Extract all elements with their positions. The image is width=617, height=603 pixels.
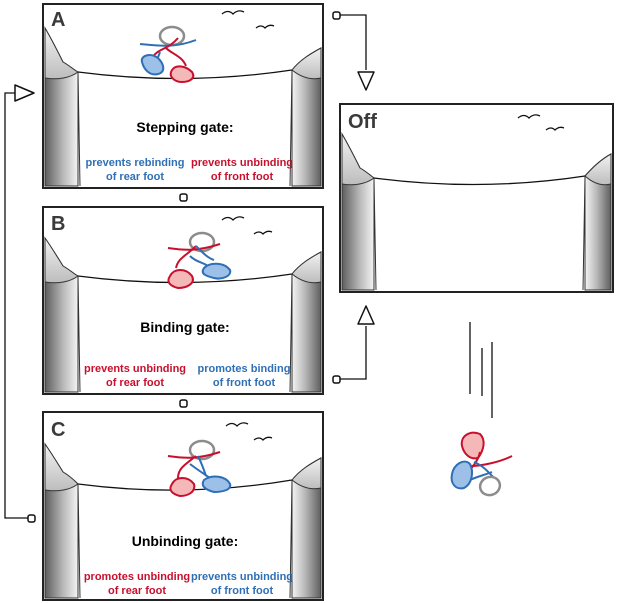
gate-title: Binding gate: (140, 319, 229, 335)
rear-foot (167, 269, 194, 290)
panel-letter: B (51, 213, 65, 235)
connector-node (179, 399, 188, 408)
left-effect-line1: prevents unbinding (84, 363, 186, 375)
bird-icon (517, 114, 541, 119)
front-foot (169, 65, 195, 84)
panel-off-label: Off (348, 111, 377, 133)
front-foot (201, 475, 232, 494)
panel-c: C Unbinding gate: promotes unbinding of … (42, 411, 324, 601)
arrowhead-icon (357, 71, 375, 91)
panel-letter: A (51, 9, 65, 31)
left-effect-line2: of rear foot (106, 377, 164, 389)
arrowhead-icon (357, 305, 375, 325)
rope (373, 175, 586, 186)
left-effect-line2: of rear foot (108, 585, 166, 597)
panel-letter: C (51, 419, 65, 441)
bird-icon (545, 126, 565, 131)
right-effect-line1: prevents unbinding (191, 157, 293, 169)
arrowhead-icon (14, 84, 35, 102)
walker-figure (167, 439, 232, 498)
panel-a: A Stepping gate: prevents rebinding of r… (42, 3, 324, 189)
right-effect-line1: promotes binding (198, 363, 291, 375)
bird-icon (221, 10, 245, 15)
bird-icon (221, 216, 245, 221)
rear-foot (140, 54, 165, 76)
panel-off: Off (339, 103, 614, 293)
panel-c-frame (42, 411, 324, 601)
falling-figure (450, 322, 513, 497)
gate-title: Stepping gate: (136, 119, 233, 135)
bird-icon (253, 230, 273, 235)
cliff-left-top (44, 26, 79, 80)
arrow-b-to-off (332, 305, 375, 384)
front-foot (201, 262, 232, 280)
panel-b-frame (42, 206, 324, 395)
bird-icon (253, 436, 273, 441)
bird-icon (225, 422, 249, 427)
bird-icon (255, 24, 275, 29)
walker-figure (167, 231, 232, 290)
connector-node (179, 193, 188, 202)
right-effect-line1: prevents unbinding (191, 571, 293, 583)
panel-off-frame (339, 103, 614, 293)
walker-figure (139, 25, 197, 84)
arrow-c-to-a (4, 84, 36, 523)
arrow-a-to-off (332, 11, 375, 91)
falling-head (478, 475, 502, 497)
falling-red-foot (460, 431, 485, 460)
left-effect-line1: promotes unbinding (84, 571, 190, 583)
rear-foot (169, 477, 196, 498)
panel-b: B Binding gate: prevents unbinding of re… (42, 206, 324, 395)
right-effect-line2: of front foot (211, 171, 274, 183)
falling-blue-foot (450, 460, 473, 490)
head (158, 25, 186, 47)
left-effect-line2: of rear foot (106, 171, 164, 183)
right-effect-line2: of front foot (213, 377, 276, 389)
right-effect-line2: of front foot (211, 585, 274, 597)
left-effect-line1: prevents rebinding (85, 157, 184, 169)
gate-title: Unbinding gate: (132, 533, 239, 549)
